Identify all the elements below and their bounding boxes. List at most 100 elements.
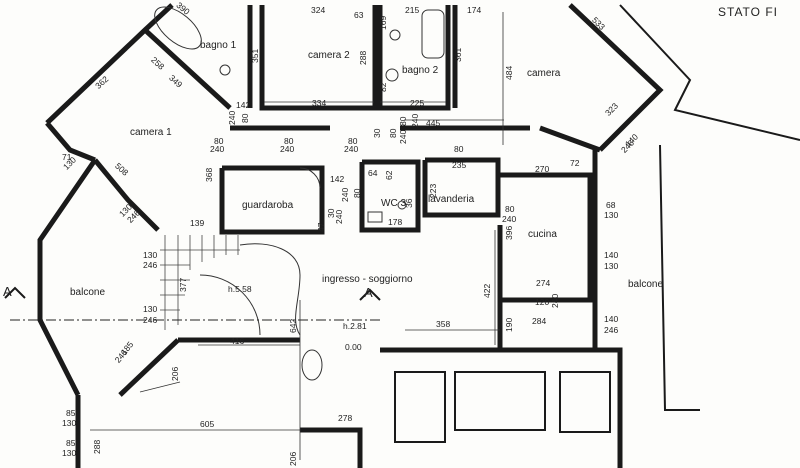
wall-bagno2 [377, 5, 451, 111]
dim-label: 130 [604, 210, 618, 220]
dim-label: 63 [354, 10, 364, 20]
room-label-bagno1: bagno 1 [200, 40, 237, 51]
dim-label: 240 [398, 130, 408, 144]
wall-balcone-left [37, 158, 98, 397]
dim-label: 240 [227, 111, 237, 125]
dim-label: 71 [62, 152, 72, 162]
south-room-2 [454, 371, 546, 431]
dim-label: 334 [312, 98, 326, 108]
bathtub-bagno2 [421, 9, 445, 59]
dim-label: 324 [311, 5, 325, 15]
wc-bagno2 [389, 29, 401, 41]
dim-label: 80 [352, 188, 362, 198]
dim-label: 36 [404, 198, 414, 208]
dim-label: 85 [66, 438, 76, 448]
dim-label: 240 [550, 294, 560, 308]
dim-label: 62 [384, 170, 394, 180]
wall-corridor-east [539, 125, 601, 153]
room-label-lavanderia: lavanderia [428, 194, 475, 205]
wc-bagno1 [219, 64, 231, 76]
dim-label: 30 [326, 208, 336, 218]
wall-lavanderia [422, 157, 501, 218]
dim-label: 396 [504, 226, 514, 240]
dim-label: 30 [372, 128, 382, 138]
dim-label: 284 [532, 316, 546, 326]
dim-label: 416 [230, 336, 244, 346]
level-h558: h.5.58 [228, 284, 252, 294]
dim-label: 240 [340, 188, 350, 202]
dim-label: 278 [338, 413, 352, 423]
dim-label: 206 [288, 452, 298, 466]
dim-label: 288 [92, 440, 102, 454]
dim-label: 47 [316, 222, 326, 232]
dim-label: 240 [410, 114, 420, 128]
dim-label: 361 [453, 48, 463, 62]
dim-label: 80 [284, 136, 294, 146]
room-label-bagno2: bagno 2 [402, 65, 439, 76]
dim-label: 445 [426, 118, 440, 128]
room-label-balcone-right: balcone [628, 279, 663, 290]
bathtub-bagno1 [154, 6, 202, 50]
dim-label: 246 [143, 315, 157, 325]
dim-label: 246 [604, 325, 618, 335]
wall-guardaroba [219, 165, 325, 235]
dim-label: 240 [344, 144, 358, 154]
dim-label: 80 [505, 204, 515, 214]
room-label-camera: camera [527, 68, 561, 79]
room-label-balcone-left: balcone [70, 287, 105, 298]
dim-label: 240 [210, 144, 224, 154]
room-labels: bagno 1 camera 2 bagno 2 camera camera 1… [70, 40, 663, 298]
south-room-1 [394, 371, 446, 443]
dim-label: 358 [436, 319, 450, 329]
dim-label: 508 [113, 161, 130, 178]
dim-label: 130 [62, 418, 76, 428]
wall-northeast-outer [619, 4, 800, 141]
dim-label: 484 [504, 66, 514, 80]
wall-living-southwest [118, 338, 180, 397]
dim-label: 80 [214, 136, 224, 146]
room-label-guardaroba: guardaroba [242, 200, 294, 211]
dim-label: 270 [535, 164, 549, 174]
sink-bagno2 [385, 68, 399, 82]
dim-label: 130 [604, 261, 618, 271]
wall-balcone-right [659, 144, 700, 411]
wall-bagno1-diagonal [143, 28, 232, 110]
room-label-camera2: camera 2 [308, 50, 350, 61]
dim-label: 82 [378, 82, 388, 92]
section-letter-right: A [364, 285, 373, 300]
dim-label: 139 [190, 218, 204, 228]
drawing-title: STATO FI [718, 5, 778, 19]
dim-label: 120 [535, 297, 549, 307]
dim-label: 68 [606, 200, 616, 210]
dim-label: 258 [149, 55, 166, 72]
door-swing-guardaroba [299, 167, 321, 189]
dim-label: 80 [454, 144, 464, 154]
dim-label: 64 [368, 168, 378, 178]
wall-camera2 [259, 5, 378, 111]
dim-label: 130 [143, 304, 157, 314]
level-markers: h.5.58 h.2.81 0.00 [228, 284, 367, 352]
dim-label: 80 [240, 113, 250, 123]
wall-cucina [500, 172, 593, 303]
wall-wc3 [359, 159, 421, 233]
dim-label: 323 [603, 101, 620, 118]
wall-south-block [380, 347, 623, 468]
wall-northeast [568, 3, 664, 152]
dim-label: 223 [428, 184, 438, 198]
dim-label: 368 [204, 168, 214, 182]
walls [37, 3, 800, 468]
dim-label: 240 [334, 210, 344, 224]
sink-wc3 [367, 211, 383, 223]
dim-label: 178 [388, 217, 402, 227]
dim-label: 288 [358, 51, 368, 65]
dim-label: 642 [288, 319, 298, 333]
dim-label: 80 [388, 128, 398, 138]
dim-label: 422 [482, 284, 492, 298]
dim-label: 190 [504, 318, 514, 332]
fixtures [154, 6, 445, 381]
level-zero: 0.00 [345, 342, 362, 352]
dim-label: 206 [170, 367, 180, 381]
level-h281: h.2.81 [343, 321, 367, 331]
dim-label: 349 [167, 73, 184, 90]
